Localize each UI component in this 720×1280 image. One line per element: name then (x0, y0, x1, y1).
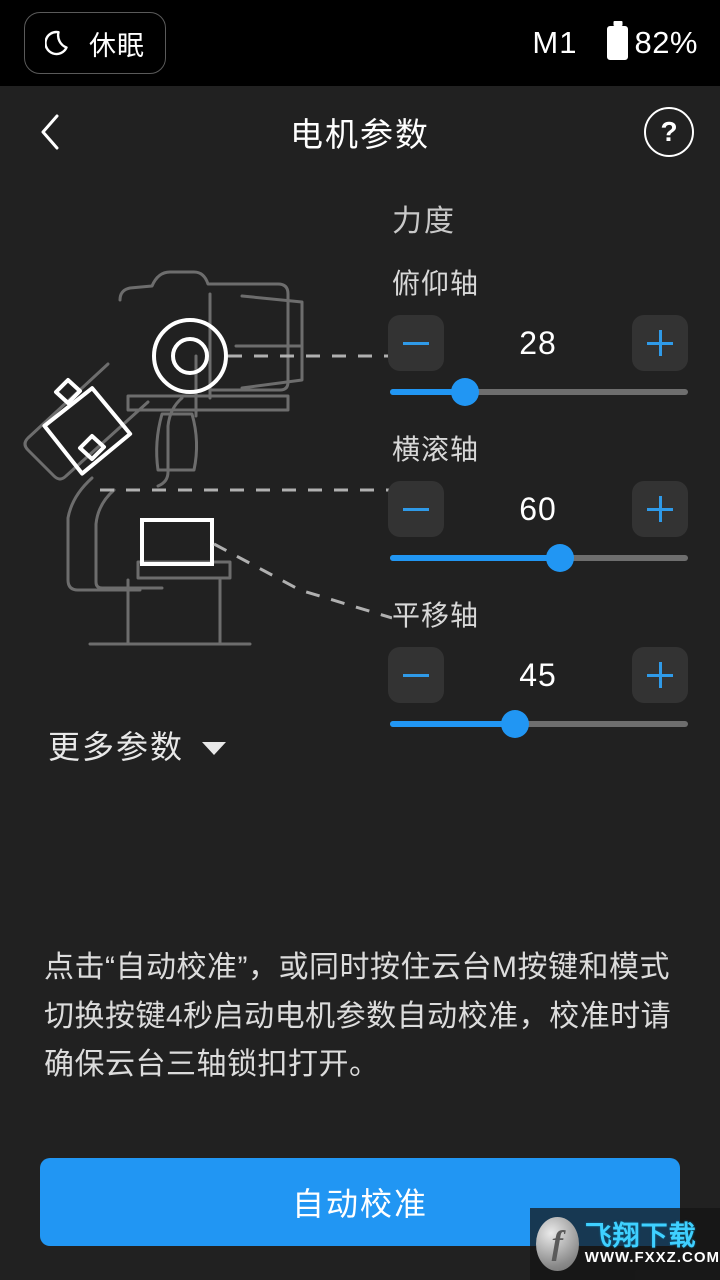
watermark: f 飞翔下载 WWW.FXXZ.COM (530, 1208, 720, 1280)
slider-thumb-roll[interactable] (545, 544, 574, 572)
plus-icon-vertical (658, 496, 662, 522)
mode-indicator: M1 (532, 25, 578, 60)
status-bar: 休眠 M1 82% (0, 0, 720, 86)
slider-fill-pitch (390, 389, 465, 395)
decrement-button-pan[interactable] (388, 647, 444, 703)
slider-track-pan (390, 721, 688, 727)
nav-bar: 电机参数 ? (0, 86, 720, 178)
axis-value-pitch: 28 (519, 324, 557, 361)
slider-fill-pan (390, 721, 516, 727)
axis-value-roll: 60 (519, 490, 557, 527)
strength-controls: 力度 俯仰轴 28 横滚轴 (388, 196, 698, 760)
increment-button-pitch[interactable] (632, 315, 688, 371)
increment-button-pan[interactable] (632, 647, 688, 703)
slider-fill-roll (390, 555, 560, 561)
axis-group-roll: 横滚轴 60 (388, 428, 698, 572)
decrement-button-roll[interactable] (388, 481, 444, 537)
help-question-mark-icon: ? (660, 116, 678, 147)
battery-status: 82% (607, 25, 698, 61)
axis-group-pan: 平移轴 45 (388, 594, 698, 738)
watermark-site-url: WWW.FXXZ.COM (584, 1249, 720, 1267)
watermark-site-name: 飞翔下载 (584, 1220, 697, 1251)
gimbal-diagram (0, 238, 392, 668)
page-title: 电机参数 (290, 116, 430, 153)
section-title-strength: 力度 (392, 205, 456, 238)
slider-roll[interactable] (390, 544, 688, 572)
minus-icon (403, 673, 429, 677)
slider-pitch[interactable] (390, 378, 688, 406)
axis-value-pan: 45 (519, 656, 557, 693)
watermark-text: 飞翔下载 WWW.FXXZ.COM (585, 1222, 720, 1266)
decrement-button-pitch[interactable] (388, 315, 444, 371)
axis-group-pitch: 俯仰轴 28 (388, 262, 698, 406)
slider-thumb-pan[interactable] (501, 710, 530, 738)
plus-icon-vertical (658, 330, 662, 356)
calibration-description: 点击“自动校准”，或同时按住云台M按键和模式切换按键4秒启动电机参数自动校准，校… (44, 951, 672, 1082)
chevron-down-icon (202, 741, 227, 755)
sleep-button-label: 休眠 (89, 30, 145, 61)
battery-icon (607, 26, 629, 60)
watermark-logo-icon: f (536, 1217, 579, 1271)
stepper-row-pan: 45 (388, 646, 688, 704)
battery-percent-label: 82% (634, 25, 698, 60)
plus-icon-vertical (658, 662, 662, 688)
auto-calibrate-button-label: 自动校准 (291, 1186, 428, 1222)
slider-thumb-pitch[interactable] (450, 378, 479, 406)
help-button[interactable]: ? (644, 107, 694, 157)
increment-button-roll[interactable] (632, 481, 688, 537)
more-parameters-label: 更多参数 (48, 729, 185, 765)
chevron-left-icon (39, 113, 61, 151)
axis-label-roll: 横滚轴 (392, 434, 480, 465)
minus-icon (403, 341, 429, 345)
slider-pan[interactable] (390, 710, 688, 738)
moon-icon (45, 28, 75, 58)
axis-label-pan: 平移轴 (392, 600, 480, 631)
back-button[interactable] (12, 94, 88, 170)
more-parameters-toggle[interactable]: 更多参数 (48, 722, 227, 768)
stepper-row-pitch: 28 (388, 314, 688, 372)
axis-label-pitch: 俯仰轴 (392, 268, 480, 299)
slider-track-pitch (390, 389, 688, 395)
minus-icon (403, 507, 429, 511)
status-right-cluster: M1 82% (532, 25, 698, 61)
sleep-button[interactable]: 休眠 (24, 12, 166, 74)
stepper-row-roll: 60 (388, 480, 688, 538)
